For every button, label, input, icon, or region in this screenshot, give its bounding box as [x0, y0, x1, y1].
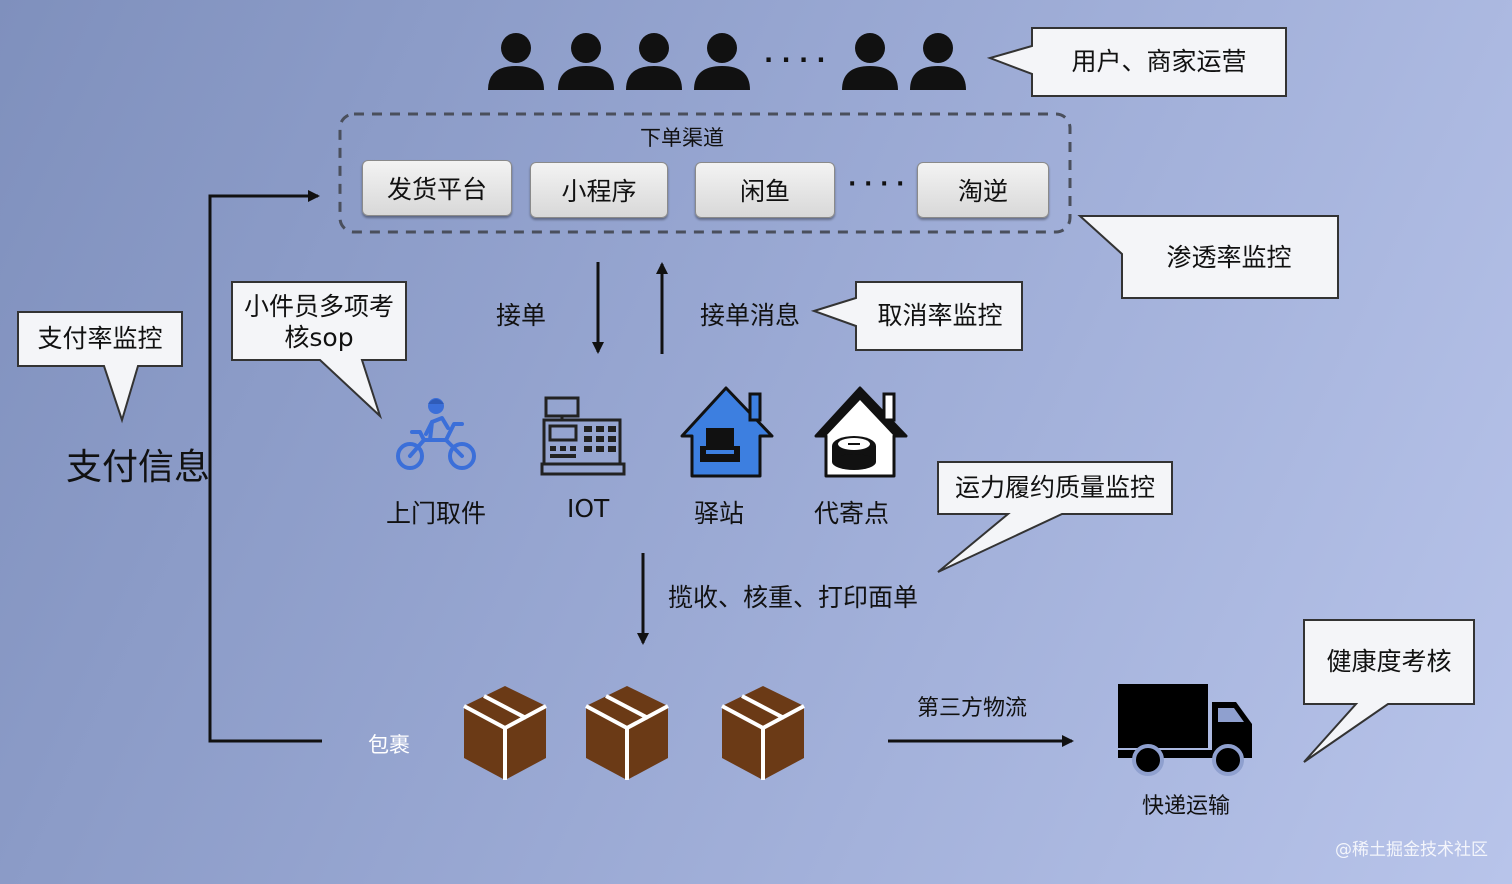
agent-point-house-icon [814, 386, 908, 478]
accept-msg-label: 接单消息 [700, 301, 801, 330]
channel-container-border [338, 112, 1072, 234]
callout-courier-sop: 小件员多项考核sop [243, 291, 394, 352]
callout-health: 健康度考核 [1326, 647, 1452, 677]
user-icon [842, 33, 898, 90]
user-icon [488, 33, 544, 90]
package-label: 包裹 [368, 733, 410, 757]
callout-user-ops-shape [986, 27, 1287, 97]
node-label: 上门取件 [386, 499, 487, 528]
accept-order-label: 接单 [496, 301, 547, 330]
user-icon [910, 33, 966, 90]
watermark: @稀土掘金技术社区 [1335, 840, 1488, 860]
user-icon [626, 33, 682, 90]
callout-pay-rate-shape [17, 311, 183, 424]
package-box-icon [585, 686, 669, 780]
callout-cancel-shape [810, 281, 1023, 351]
callout-health-shape [1303, 619, 1475, 763]
user-icon [694, 33, 750, 90]
callout-shapes [17, 27, 1475, 763]
callout-capacity-shape [937, 461, 1173, 573]
callout-penetration-shape [1077, 215, 1339, 299]
channels-title: 下单渠道 [640, 126, 724, 150]
callout-pay-rate: 支付率监控 [37, 324, 163, 354]
callout-capacity: 运力履约质量监控 [954, 473, 1155, 503]
express-label: 快递运输 [1142, 794, 1231, 819]
users-group [488, 33, 966, 90]
third-party-label: 第三方物流 [917, 696, 1028, 721]
channels-ellipsis: · · · · [848, 172, 905, 197]
node-label: 驿站 [694, 499, 745, 528]
package-box-icon [463, 686, 547, 780]
payment-loop-line [208, 190, 322, 743]
node-label: 代寄点 [814, 499, 890, 528]
callout-cancel: 取消率监控 [877, 301, 1003, 331]
user-icon [558, 33, 614, 90]
channel-button-mini-program[interactable]: 小程序 [530, 162, 668, 218]
post-station-house-icon [680, 386, 774, 478]
node-label: IOT [567, 494, 610, 523]
package-box-icon [721, 686, 805, 780]
callout-penetration: 渗透率监控 [1166, 243, 1292, 273]
channel-button-xianyu[interactable]: 闲鱼 [695, 162, 835, 218]
channel-button-taoni[interactable]: 淘逆 [917, 162, 1049, 218]
delivery-truck-icon [1118, 684, 1252, 776]
callout-user-ops: 用户、商家运营 [1071, 47, 1247, 77]
collect-label: 揽收、核重、打印面单 [668, 583, 919, 612]
callout-courier-sop-shape [231, 281, 407, 420]
users-ellipsis: · · · · [764, 46, 826, 74]
cash-register-icon [540, 396, 626, 476]
channel-button-shipping-platform[interactable]: 发货平台 [362, 160, 512, 216]
pay-info-label: 支付信息 [66, 447, 211, 488]
motorcycle-courier-icon [396, 398, 476, 470]
